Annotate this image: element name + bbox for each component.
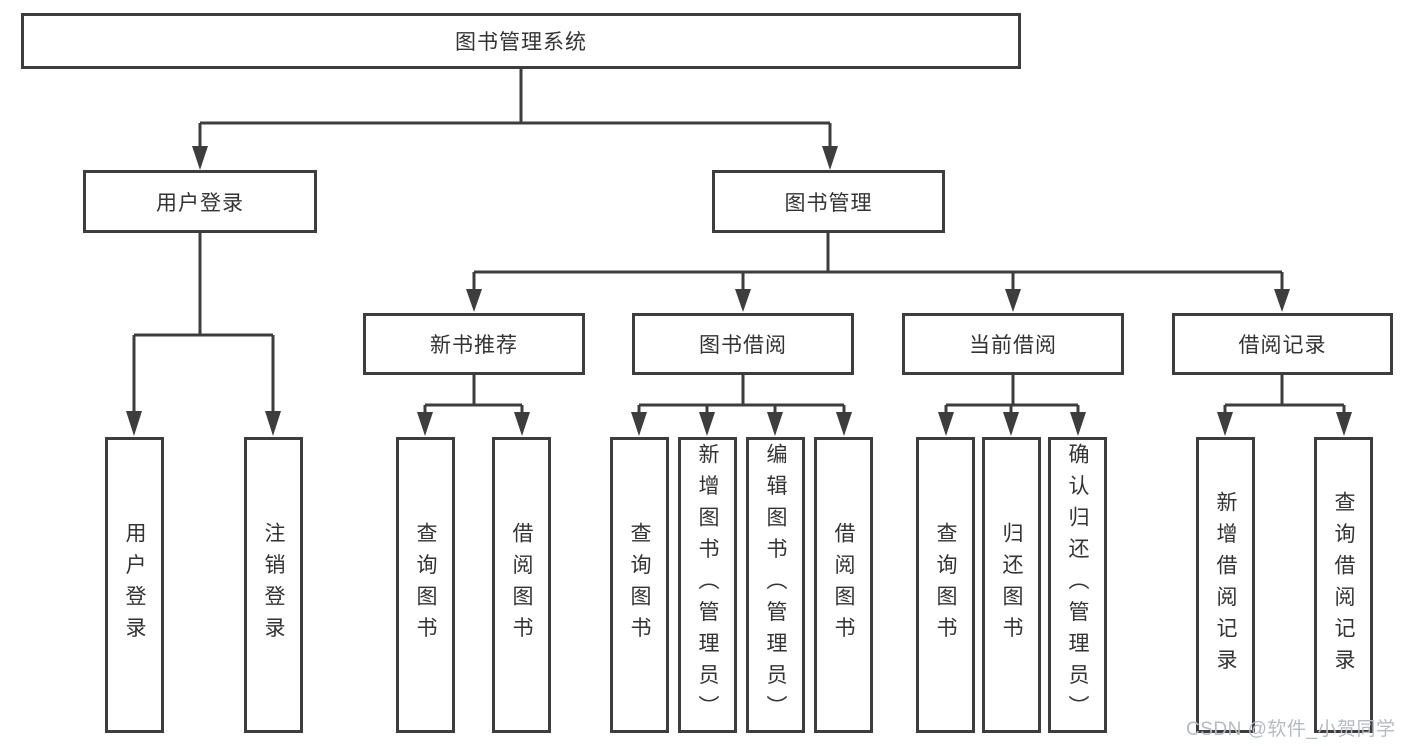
node-label: 当前借阅	[969, 334, 1057, 357]
node-label: 新增图书（管理员）	[696, 443, 719, 727]
leaf-add-borrow-record: 新增借阅记录	[1196, 437, 1255, 733]
leaf-query-books-current: 查询图书	[916, 437, 975, 733]
node-label: 图书借阅	[699, 334, 787, 357]
leaf-edit-books-admin: 编辑图书（管理员）	[746, 437, 805, 733]
node-label: 查询图书	[414, 522, 437, 648]
node-label: 借阅图书	[510, 522, 533, 648]
csdn-watermark: CSDN @软件_小贺同学	[1186, 719, 1396, 740]
node-label: 用户登录	[156, 191, 244, 215]
leaf-query-books-borrow: 查询图书	[610, 437, 669, 733]
node-label: 新增借阅记录	[1214, 490, 1237, 680]
node-current-borrow: 当前借阅	[902, 313, 1124, 375]
node-label: 借阅图书	[832, 522, 855, 648]
leaf-logout: 注销登录	[244, 437, 303, 733]
node-label: 查询借阅记录	[1332, 490, 1355, 680]
node-label: 查询图书	[628, 522, 651, 648]
node-label: 图书管理系统	[455, 31, 587, 54]
node-label: 查询图书	[934, 522, 957, 648]
node-root-system: 图书管理系统	[21, 13, 1021, 69]
leaf-query-borrow-record: 查询借阅记录	[1314, 437, 1373, 733]
leaf-query-books-recommend: 查询图书	[396, 437, 455, 733]
node-label: 确认归还（管理员）	[1066, 443, 1089, 727]
node-label: 编辑图书（管理员）	[764, 443, 787, 727]
leaf-add-books-admin: 新增图书（管理员）	[678, 437, 737, 733]
node-label: 用户登录	[123, 522, 146, 648]
node-label: 归还图书	[1000, 522, 1023, 648]
node-borrow-records: 借阅记录	[1172, 313, 1393, 375]
leaf-borrow-books: 借阅图书	[814, 437, 873, 733]
node-user-login: 用户登录	[83, 170, 317, 233]
node-book-management: 图书管理	[712, 170, 945, 233]
leaf-return-books: 归还图书	[982, 437, 1041, 733]
node-book-borrow: 图书借阅	[632, 313, 854, 375]
leaf-confirm-return-admin: 确认归还（管理员）	[1048, 437, 1107, 733]
node-label: 图书管理	[784, 191, 873, 215]
leaf-borrow-books-recommend: 借阅图书	[492, 437, 551, 733]
node-label: 注销登录	[262, 522, 285, 648]
node-label: 借阅记录	[1238, 334, 1327, 357]
node-new-book-recommend: 新书推荐	[363, 313, 585, 375]
node-label: 新书推荐	[430, 334, 518, 357]
leaf-user-login: 用户登录	[105, 437, 164, 733]
